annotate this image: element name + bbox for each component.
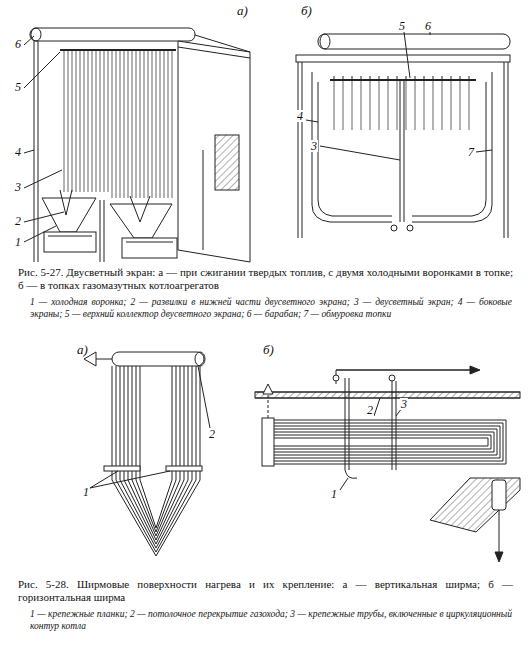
panel-letter: а) (76, 343, 89, 356)
callout-number: 3 (400, 398, 408, 410)
callout-number: 2 (208, 428, 216, 440)
panel-letter: а) (236, 4, 249, 17)
callout-number: 6 (14, 38, 22, 50)
callout-number: 2 (14, 215, 22, 227)
callout-number: 4 (14, 146, 22, 158)
callout-number: 5 (398, 20, 406, 32)
callout-number: 1 (14, 236, 22, 248)
callout-number: 5 (14, 81, 22, 93)
legend-text: 1 — крепежные планки; 2 — потолочное пер… (30, 608, 512, 632)
callout-number: 3 (14, 181, 22, 193)
figure-caption: Рис. 5-28. Ширмовые поверхности нагрева … (18, 578, 513, 604)
callout-number: 7 (467, 146, 475, 158)
callout-number: 1 (330, 488, 338, 500)
callout-number: 2 (366, 404, 374, 416)
callout-number: 6 (424, 20, 432, 32)
callout-number: 3 (310, 140, 318, 152)
callout-number: 1 (82, 486, 90, 498)
panel-letter: б) (262, 343, 275, 356)
panel-letter: б) (300, 4, 313, 17)
figure-caption: Рис. 5-27. Двусветный экран: а — при сжи… (18, 266, 513, 292)
legend-text: 1 — холодная воронка; 2 — развилки в ниж… (30, 296, 512, 320)
callout-number: 4 (296, 110, 304, 122)
